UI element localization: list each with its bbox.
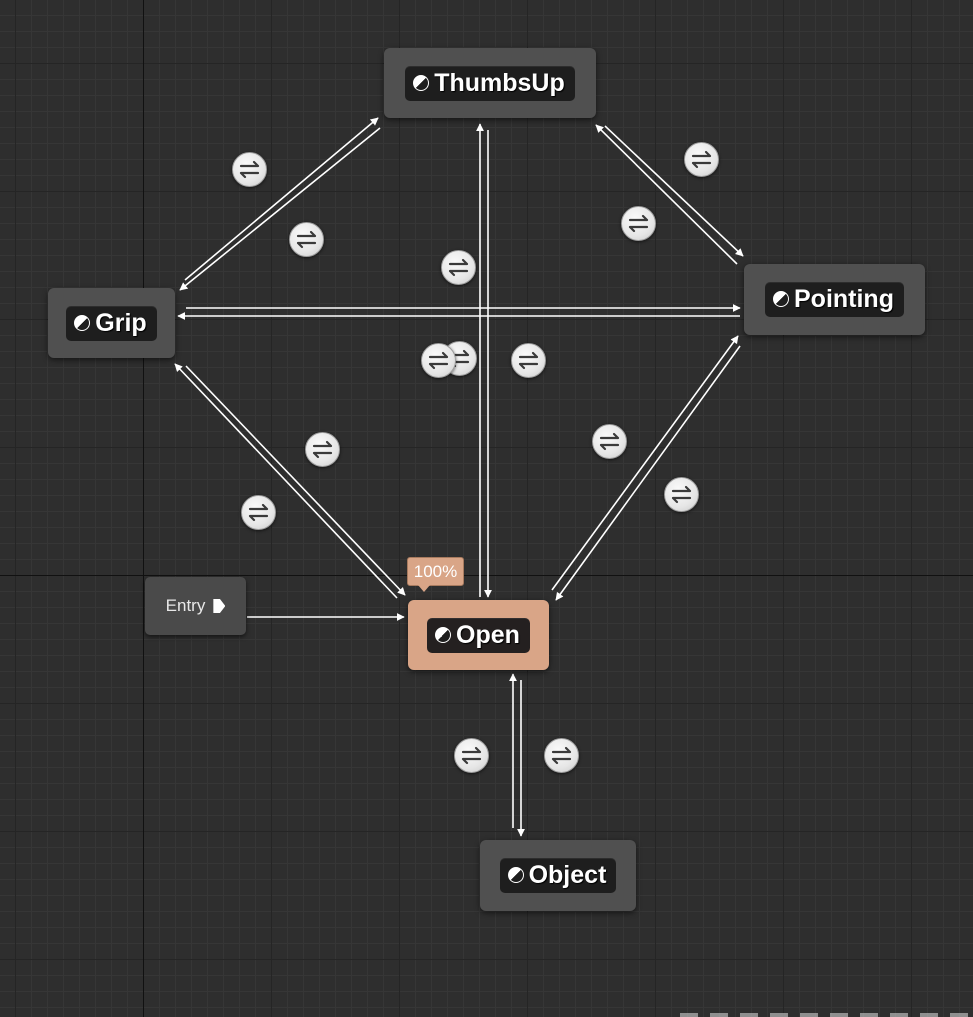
wire-thumbsup-to-grip[interactable] <box>179 127 381 291</box>
entry-label: Entry <box>165 596 206 615</box>
wire-thumbsup-to-pointing[interactable] <box>604 125 744 257</box>
state-node-grip[interactable]: Grip <box>48 288 175 358</box>
state-node-object[interactable]: Object <box>480 840 636 911</box>
state-icon <box>413 74 430 91</box>
transition-rule-icon-pointing-open-a[interactable] <box>592 424 627 459</box>
transition-rule-icon-pointing-open-b[interactable] <box>664 477 699 512</box>
state-node-thumbsup[interactable]: ThumbsUp <box>384 48 596 118</box>
state-label-open: Open <box>456 620 520 649</box>
wire-grip-to-open[interactable] <box>185 365 406 596</box>
transition-rule-icon-thumbsup-open-a[interactable] <box>441 250 476 285</box>
transition-rule-icon-grip-thumbsup-b[interactable] <box>289 222 324 257</box>
state-node-open[interactable]: Open <box>408 600 549 670</box>
state-icon <box>507 867 524 883</box>
state-icon <box>773 291 789 307</box>
state-label-thumbsup: ThumbsUp <box>434 68 565 97</box>
state-icon <box>74 314 91 331</box>
transition-rule-icon-grip-open-b[interactable] <box>241 495 276 530</box>
state-label-grip: Grip <box>95 308 147 337</box>
transition-rule-icon-open-object-b[interactable] <box>544 738 579 773</box>
active-state-weight-badge: 100% <box>407 557 464 586</box>
entry-node[interactable]: Entry <box>145 577 246 635</box>
transition-rule-icon-grip-open-a[interactable] <box>305 432 340 467</box>
wire-pointing-to-thumbsup[interactable] <box>595 124 738 265</box>
transition-rule-icon-grip-pointing-b[interactable] <box>511 343 546 378</box>
grid-origin-vertical-line <box>143 0 144 1017</box>
grid-origin-horizontal-line <box>0 575 973 576</box>
state-node-pointing[interactable]: Pointing <box>744 264 925 335</box>
state-label-object: Object <box>528 861 607 889</box>
transition-rule-icon-open-object-a[interactable] <box>454 738 489 773</box>
state-label-pointing: Pointing <box>794 285 894 313</box>
transition-rule-icon-thumbsup-pointing-b[interactable] <box>621 206 656 241</box>
state-title-bar: Pointing <box>765 282 904 317</box>
wire-pointing-to-open[interactable] <box>555 345 741 601</box>
transition-rule-icon-grip-pointing-a[interactable] <box>421 343 456 378</box>
state-title-bar: Object <box>499 858 617 893</box>
state-title-bar: Grip <box>66 305 157 341</box>
entry-exec-pin-icon[interactable] <box>213 599 226 613</box>
wire-open-to-pointing[interactable] <box>551 335 739 591</box>
state-title-bar: Open <box>427 617 530 653</box>
wire-grip-to-thumbsup[interactable] <box>184 117 379 281</box>
wire-open-to-grip[interactable] <box>174 363 398 599</box>
state-title-bar: ThumbsUp <box>405 65 575 101</box>
transition-rule-icon-thumbsup-pointing-a[interactable] <box>684 142 719 177</box>
state-icon <box>435 626 452 643</box>
zoom-indicator-marks <box>680 1013 973 1017</box>
transition-rule-icon-grip-thumbsup-a[interactable] <box>232 152 267 187</box>
badge-pointer <box>418 585 430 592</box>
